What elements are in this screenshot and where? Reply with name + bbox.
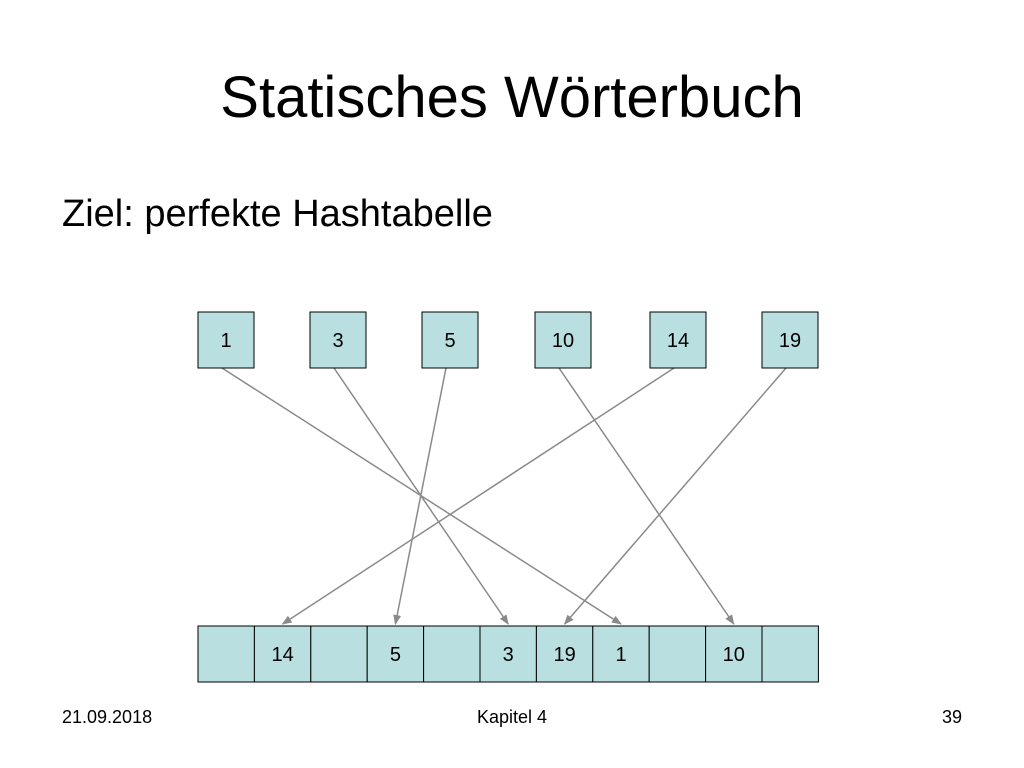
key-row: 1 3 5 10 14 19 (197, 311, 819, 369)
key-label-19: 19 (779, 330, 801, 352)
table-slot-10 (761, 625, 819, 683)
footer-date: 21.09.2018 (62, 707, 153, 727)
key-box-3 (309, 311, 367, 369)
table-slot-8 (648, 625, 707, 683)
table-slot-label-3: 5 (390, 644, 401, 666)
key-label-1: 1 (220, 330, 231, 352)
slide-subtitle: Ziel: perfekte Hashtabelle (62, 193, 493, 235)
key-box-1 (197, 311, 255, 369)
table-slot-1 (253, 625, 312, 683)
key-label-3: 3 (332, 330, 343, 352)
table-slot-label-1: 14 (271, 644, 293, 666)
table-slot-label-6: 19 (553, 644, 575, 666)
footer-page-number: 39 (941, 707, 962, 727)
arrow-5-to-slot-3 (393, 367, 447, 625)
arrow-10-to-slot-9 (558, 367, 735, 625)
table-slot-3 (366, 625, 425, 683)
slide-title: Statisches Wörterbuch (220, 65, 804, 130)
key-label-5: 5 (444, 330, 455, 352)
table-slot-0 (197, 625, 255, 683)
key-box-19 (761, 311, 819, 369)
arrow-group (221, 367, 787, 625)
arrow-19-to-slot-6 (563, 367, 787, 625)
key-box-5 (421, 311, 479, 369)
table-slot-2 (310, 625, 368, 683)
arrow-14-to-slot-1 (281, 367, 675, 625)
table-slot-9 (705, 625, 763, 683)
table-slot-label-9: 10 (723, 644, 745, 666)
key-box-14 (649, 311, 707, 369)
table-slot-7 (592, 625, 650, 683)
table-slot-4 (423, 625, 481, 683)
table-slot-5 (479, 625, 537, 683)
table-slot-label-5: 3 (503, 644, 514, 666)
table-slot-label-7: 1 (615, 644, 626, 666)
footer-chapter: Kapitel 4 (476, 707, 548, 727)
hash-table-row: 14 5 3 19 1 10 (197, 625, 819, 683)
key-label-10: 10 (552, 330, 574, 352)
key-box-10 (534, 311, 592, 369)
key-label-14: 14 (667, 330, 689, 352)
